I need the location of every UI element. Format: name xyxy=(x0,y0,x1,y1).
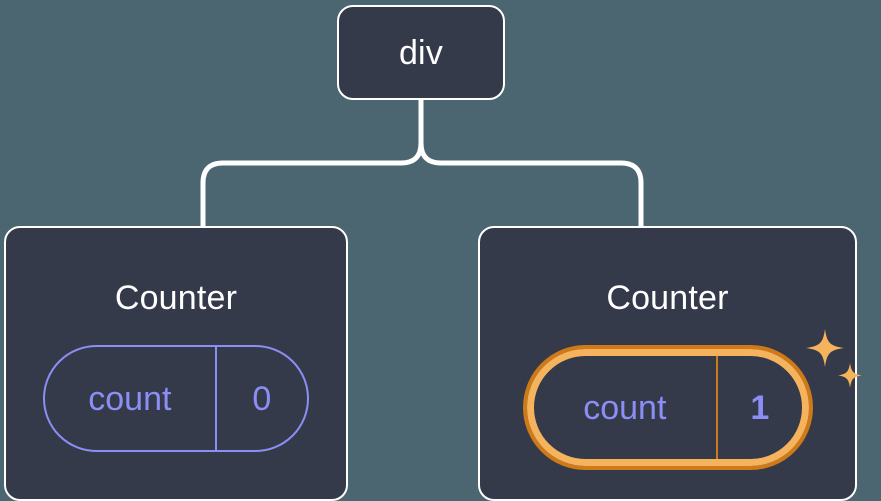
node-counter-right-label: Counter xyxy=(606,279,729,317)
node-counter-left-label: Counter xyxy=(114,279,238,317)
node-counter-right[interactable]: Counter count 1 xyxy=(478,226,862,501)
connector-root-to-left-child xyxy=(200,97,424,229)
state-key-right: count xyxy=(583,388,667,427)
state-pill-right-inner: count 1 xyxy=(526,349,809,466)
state-pill-left-wrap: count 0 xyxy=(43,345,309,452)
sparkle-large-icon xyxy=(805,329,844,367)
state-key-left: count xyxy=(88,379,172,418)
state-pill-left[interactable]: count 0 xyxy=(43,345,309,452)
node-counter-left[interactable]: Counter count 0 xyxy=(4,226,348,501)
sparkle-small-icon xyxy=(837,363,862,388)
state-pill-right-wrap: count 1 xyxy=(522,329,862,470)
state-value-left: 0 xyxy=(214,347,307,450)
state-pill-right[interactable]: count 1 xyxy=(522,345,813,470)
node-div[interactable]: div xyxy=(337,5,505,100)
node-div-label: div xyxy=(398,33,444,72)
sparkles-group xyxy=(805,329,862,388)
state-value-right: 1 xyxy=(716,356,801,459)
connector-root-to-right-child xyxy=(418,97,644,229)
